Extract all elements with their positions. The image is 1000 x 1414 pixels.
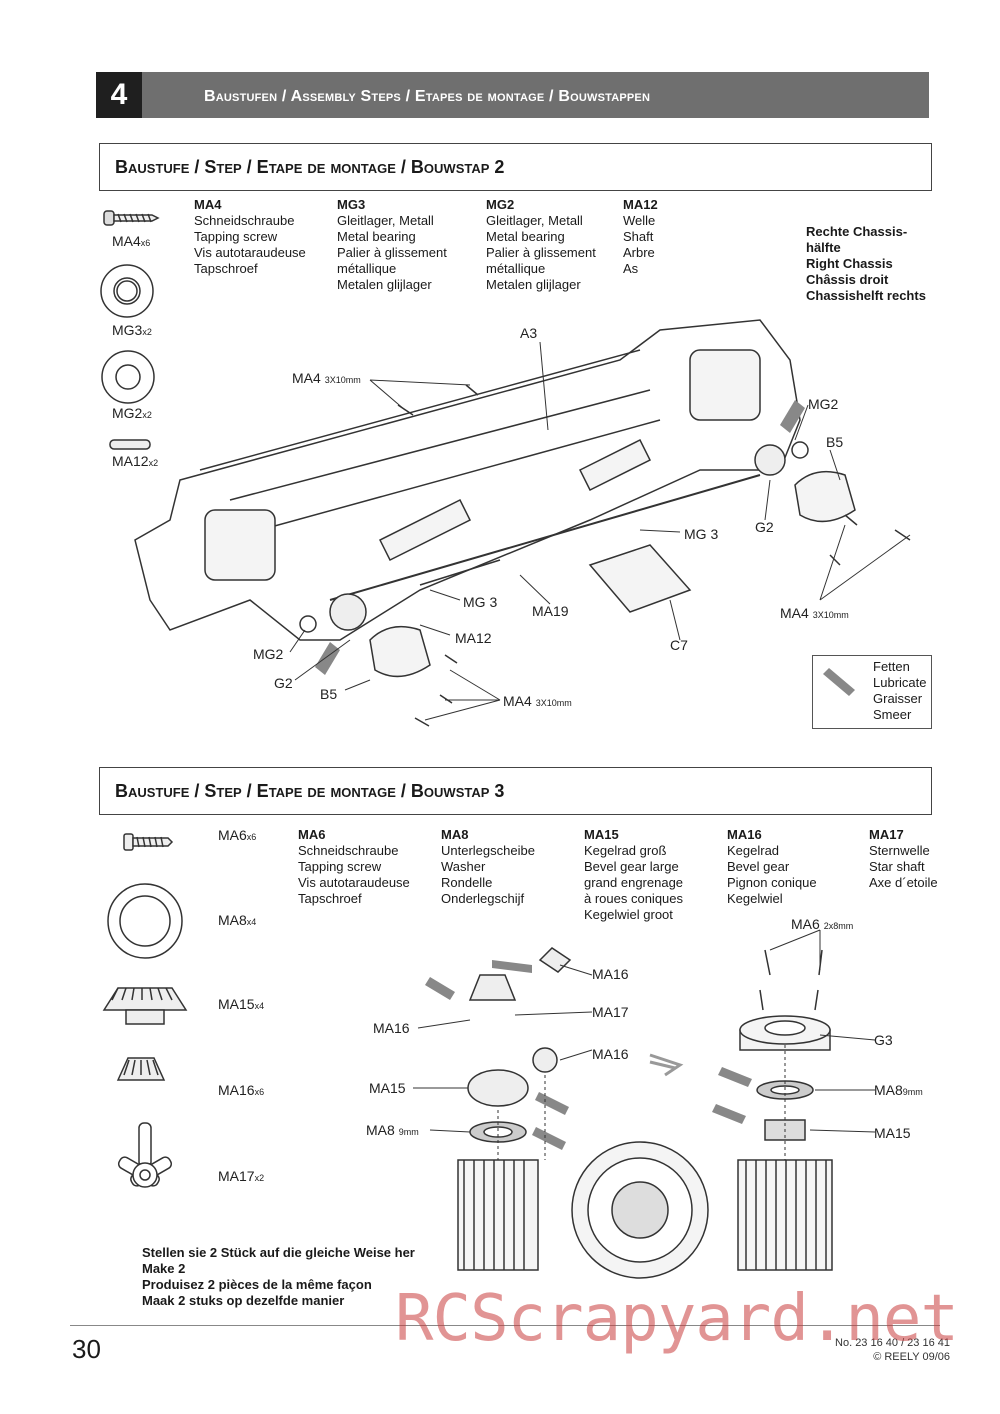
callout-lines [413, 929, 876, 1160]
part-line: Welle [623, 213, 656, 228]
part-label-ma16: MA16x6 [218, 1082, 265, 1098]
section-number: 4 [96, 72, 142, 118]
callout-c7: C7 [670, 637, 688, 653]
callout-ma17: MA17 [592, 1004, 629, 1020]
callout-ma8-right: MA89mm [874, 1082, 923, 1098]
callout-ma4-bottom: MA4 3X10mm [503, 693, 572, 709]
pinion-gear-icon [116, 1057, 166, 1081]
part-line: Gleitlager, Metall [486, 213, 583, 228]
step3-part-ma15: MA15 Kegelrad groß Bevel gear large gran… [584, 827, 684, 922]
part-line: Metalen glijlager [486, 277, 581, 292]
step2-part-ma4: MA4 Schneidschraube Tapping screw Vis au… [194, 197, 306, 277]
chassis-side-note: Rechte Chassis- hälfte Right Chassis Châ… [806, 224, 926, 303]
grease-arrow-icon [315, 400, 854, 686]
part-label-ma6: MA6x6 [218, 827, 257, 843]
step3-part-ma17: MA17 Sternwelle Star shaft Axe d´etoile [869, 827, 938, 890]
shaft-icon [109, 439, 151, 450]
callout-b5-left: B5 [320, 686, 338, 702]
callout-ma16-mid: MA16 [592, 1046, 629, 1062]
part-line: Metal bearing [337, 229, 416, 244]
callout-mg3-mid: MG 3 [684, 526, 719, 542]
callout-ma16-left: MA16 [373, 1020, 410, 1036]
chassis-drawing [134, 319, 911, 727]
screw-icon [103, 210, 160, 226]
section-header-bar [142, 72, 929, 118]
callout-b5-right: B5 [826, 434, 844, 450]
step3-part-ma6: MA6 Schneidschraube Tapping screw Vis au… [298, 827, 410, 906]
step2-part-mg3: MG3 Gleitlager, Metall Metal bearing Pal… [337, 197, 447, 293]
bevel-gear-icon [102, 987, 188, 1025]
part-line: Arbre [623, 245, 655, 260]
callout-ma15-right: MA15 [874, 1125, 911, 1141]
callout-mg2-right: MG2 [808, 396, 839, 412]
part-label-ma4: MA4x6 [112, 233, 151, 249]
part-label-mg2: MG2x2 [112, 405, 152, 421]
footer-reference: No. 23 16 40 / 23 16 41 © REELY 09/06 [835, 1337, 950, 1363]
callout-ma12: MA12 [455, 630, 492, 646]
part-line: Tapschroef [194, 261, 258, 276]
part-line: Vis autotaraudeuse [194, 245, 306, 260]
part-label-ma15: MA15x4 [218, 996, 265, 1012]
callout-ma16-top: MA16 [592, 966, 629, 982]
step2-title: Baustufe / Step / Etape de montage / Bou… [115, 157, 505, 177]
step2-part-mg2: MG2 Gleitlager, Metall Metal bearing Pal… [486, 197, 596, 293]
part-label-ma8: MA8x4 [218, 912, 257, 928]
part-line: Metalen glijlager [337, 277, 432, 292]
part-line: Gleitlager, Metall [337, 213, 434, 228]
footer-divider [70, 1325, 940, 1326]
part-code: MG3 [337, 197, 366, 212]
step3-part-ma8: MA8 Unterlegscheibe Washer Rondelle Onde… [441, 827, 535, 906]
step2-part-ma12: MA12 Welle Shaft Arbre As [623, 197, 658, 277]
part-line: Shaft [623, 229, 654, 244]
next-step-arrow-icon [649, 1053, 684, 1077]
part-label-mg3: MG3x2 [112, 322, 152, 338]
callout-a3: A3 [520, 325, 538, 341]
page-number: 30 [72, 1334, 101, 1364]
screw-icon [123, 833, 174, 851]
callout-ma6: MA6 2x8mm [791, 916, 854, 932]
callout-g2-right: G2 [755, 519, 774, 535]
part-label-ma12: MA12x2 [112, 453, 159, 469]
grease-arrow-icon [425, 960, 752, 1150]
callout-g2-left: G2 [274, 675, 293, 691]
part-line: Palier à glissement [486, 245, 596, 260]
part-label-ma17: MA17x2 [218, 1168, 265, 1184]
callout-ma4-right: MA4 3X10mm [780, 605, 849, 621]
washer-icon [107, 883, 183, 959]
diff-assembled-gear [571, 1141, 709, 1279]
callout-ma8-left: MA8 9mm [366, 1122, 419, 1138]
watermark: RCScrapyard.net [395, 1282, 959, 1356]
part-code: MA12 [623, 197, 658, 212]
step3-part-ma16: MA16 Kegelrad Bevel gear Pignon conique … [727, 827, 817, 906]
callout-ma15-left: MA15 [369, 1080, 406, 1096]
callout-g3: G3 [874, 1032, 893, 1048]
part-line: métallique [486, 261, 546, 276]
part-line: Palier à glissement [337, 245, 447, 260]
make-two-note: Stellen sie 2 Stück auf die gleiche Weis… [142, 1245, 415, 1308]
diff-exploded-left [457, 947, 572, 1271]
bearing-icon [101, 350, 155, 404]
part-line: Tapping screw [194, 229, 278, 244]
section-title: Baustufen / Assembly Steps / Etapes de m… [204, 88, 651, 105]
star-shaft-icon [117, 1122, 173, 1188]
diff-exploded-right [737, 949, 833, 1271]
part-line: As [623, 261, 639, 276]
part-code: MA4 [194, 197, 222, 212]
lubricate-legend: Fetten Lubricate Graisser Smeer [812, 655, 932, 729]
step3-title: Baustufe / Step / Etape de montage / Bou… [115, 781, 505, 801]
part-line: métallique [337, 261, 397, 276]
step3-title-box: Baustufe / Step / Etape de montage / Bou… [99, 767, 932, 815]
bearing-icon [100, 264, 154, 318]
part-code: MG2 [486, 197, 515, 212]
step2-title-box: Baustufe / Step / Etape de montage / Bou… [99, 143, 932, 191]
grease-arrow-icon [823, 668, 855, 696]
callout-mg2-left: MG2 [253, 646, 284, 662]
part-line: Schneidschraube [194, 213, 295, 228]
callout-mg3-left: MG 3 [463, 594, 498, 610]
callout-ma4-top: MA4 3X10mm [292, 370, 361, 386]
part-line: Metal bearing [486, 229, 565, 244]
callout-ma19: MA19 [532, 603, 569, 619]
